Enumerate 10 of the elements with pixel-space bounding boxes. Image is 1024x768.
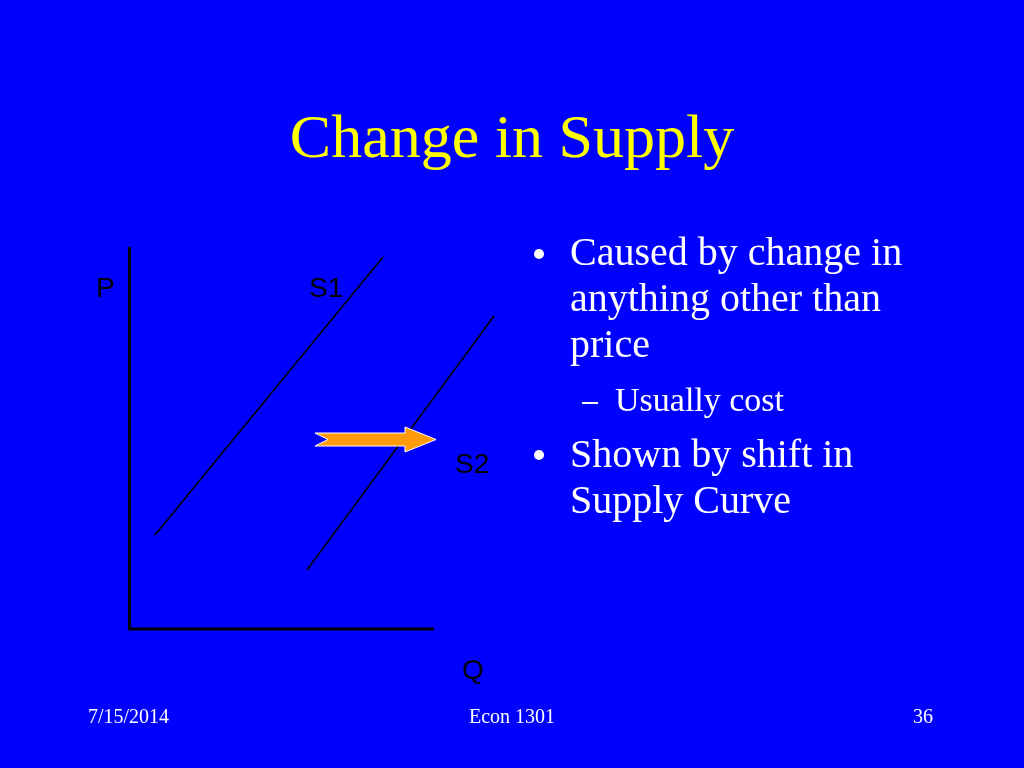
slide-number: 36 [913, 706, 933, 726]
sub-bullet-text: Usually cost [615, 380, 785, 420]
curve-label: S1 [309, 274, 344, 302]
bullet-text: Caused by change in anything other than price [570, 229, 904, 367]
date-text: 7/15/2014 [88, 706, 170, 726]
bullet-text: Shown by shift in Supply Curve [570, 431, 855, 523]
axis-label: Q [462, 656, 484, 684]
footer-text: Econ 1301 [468, 706, 556, 726]
axis-label: P [96, 274, 115, 302]
curve-label: S2 [455, 450, 490, 478]
